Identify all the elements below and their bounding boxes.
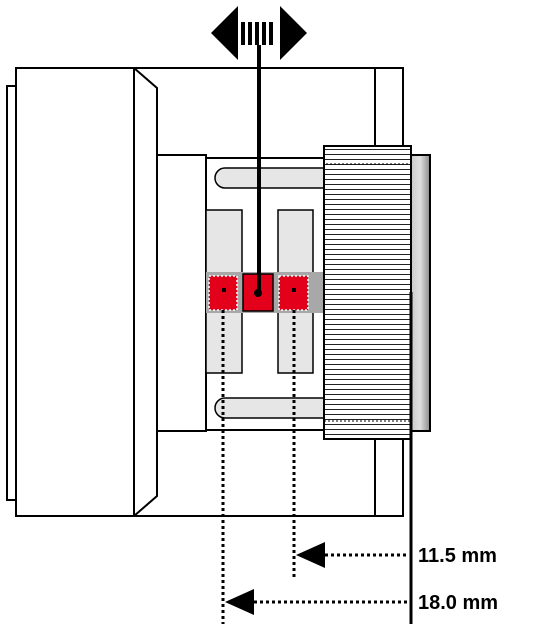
dimension-long: 18.0 mm <box>225 589 498 615</box>
focus-ring-knurl <box>323 145 412 440</box>
top-rail <box>214 167 334 189</box>
bottom-rail <box>214 397 334 419</box>
dimension-long-label: 18.0 mm <box>418 592 498 614</box>
lens-inner-block <box>156 154 207 432</box>
lens-back-plate <box>6 85 17 501</box>
pointer-shaft <box>257 45 261 290</box>
marker-right <box>278 275 309 311</box>
focus-markers <box>208 273 309 312</box>
dimension-short: 11.5 mm <box>296 542 497 568</box>
marker-center-dot <box>254 289 262 297</box>
marker-left <box>208 275 238 311</box>
focus-ring <box>323 145 431 440</box>
arrow-left-icon <box>225 589 254 615</box>
arrow-left-icon <box>296 542 325 568</box>
focus-ring-cap <box>409 154 431 432</box>
dimension-short-label: 11.5 mm <box>418 545 497 567</box>
double-arrow-left-right-icon <box>211 6 307 290</box>
dimension-lines: 11.5 mm 18.0 mm <box>221 292 498 624</box>
lens-main-housing <box>15 67 135 517</box>
